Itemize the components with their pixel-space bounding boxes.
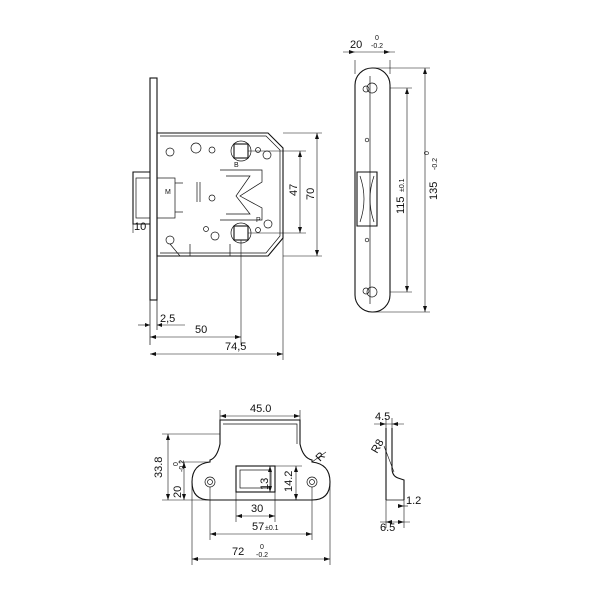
- svg-text:0: 0: [424, 151, 431, 155]
- svg-text:115: 115: [395, 196, 407, 214]
- mark-b: B: [234, 162, 239, 169]
- cylinder-hole: [233, 225, 249, 241]
- svg-text:-0.2: -0.2: [179, 460, 186, 472]
- svg-text:0: 0: [173, 462, 180, 466]
- strike-dim-20: 20 0 -0.2: [172, 460, 210, 500]
- side-radius-r8: R8: [369, 437, 395, 473]
- dim-10: 10: [132, 221, 151, 233]
- svg-text:10: 10: [134, 221, 146, 233]
- svg-text:20: 20: [172, 486, 184, 498]
- face-plate-view: 20 0 -0.2 115 ±0.1 135 0 -0.2: [343, 35, 440, 313]
- svg-text:-0.2: -0.2: [371, 43, 383, 50]
- dim-70: 70: [283, 132, 322, 257]
- strike-dim-13: 13: [259, 466, 272, 492]
- spindle-hole: [233, 143, 249, 159]
- lock-body-view: M B P 10 2,5 50: [132, 77, 322, 360]
- svg-text:14.2: 14.2: [283, 471, 295, 492]
- latch-bolt: [132, 171, 150, 225]
- side-dim-6-5: 6.5: [380, 500, 410, 534]
- svg-text:±0.1: ±0.1: [265, 525, 279, 532]
- strike-side-profile: [385, 428, 405, 500]
- svg-text:30: 30: [251, 503, 263, 515]
- mark-m: M: [165, 189, 171, 196]
- svg-text:47: 47: [288, 184, 300, 196]
- svg-text:45.0: 45.0: [250, 403, 271, 415]
- svg-text:13: 13: [259, 478, 271, 490]
- svg-text:70: 70: [305, 188, 317, 200]
- dim-74-5: 74,5: [150, 238, 284, 360]
- strike-dim-45: 45.0: [219, 403, 301, 420]
- dim-47: 47: [248, 150, 306, 234]
- face-dim-115: 115 ±0.1: [390, 87, 412, 293]
- strike-dim-14-2: 14.2: [275, 465, 302, 500]
- latch-opening: [356, 171, 378, 227]
- face-dim-20: 20 0 -0.2: [343, 35, 395, 74]
- svg-text:-0.2: -0.2: [256, 552, 268, 559]
- svg-text:-0.2: -0.2: [432, 158, 439, 170]
- side-dim-1-2: 1.2: [398, 495, 421, 508]
- lock-forend: [149, 77, 158, 301]
- svg-text:57: 57: [252, 521, 264, 533]
- strike-side-view: 4.5 R8 1.2 6.5: [369, 411, 421, 534]
- svg-text:0: 0: [260, 544, 264, 551]
- svg-text:1.2: 1.2: [406, 495, 421, 507]
- svg-text:50: 50: [195, 324, 207, 336]
- svg-text:±0.1: ±0.1: [399, 178, 406, 192]
- strike-dim-33-8: 33.8: [153, 433, 220, 501]
- svg-text:2,5: 2,5: [160, 313, 175, 325]
- svg-text:6.5: 6.5: [380, 522, 395, 534]
- svg-text:74,5: 74,5: [225, 341, 246, 353]
- mark-p: P: [256, 217, 261, 224]
- strike-dim-72: 72 0 -0.2: [191, 482, 331, 565]
- strike-dim-30: 30: [235, 492, 276, 522]
- svg-text:72: 72: [232, 546, 244, 558]
- lock-case-outline: [156, 132, 284, 257]
- face-dim-135: 135 0 -0.2: [372, 67, 440, 313]
- svg-text:135: 135: [428, 182, 440, 200]
- face-plate-outline: [354, 67, 391, 313]
- dim-2-5: 2,5: [138, 313, 185, 327]
- strike-dim-57: 57 ±0.1: [209, 487, 313, 540]
- strike-latch-window: [235, 465, 276, 493]
- svg-text:33.8: 33.8: [153, 457, 165, 478]
- dim-50: 50: [150, 240, 242, 345]
- side-dim-4-5: 4.5: [374, 411, 404, 428]
- strike-plate-view: 45.0 33.8 20 0 -0.2 13: [153, 403, 331, 565]
- svg-text:20: 20: [350, 39, 362, 51]
- svg-text:R8: R8: [369, 437, 386, 455]
- svg-text:4.5: 4.5: [375, 411, 390, 423]
- svg-text:0: 0: [375, 35, 379, 42]
